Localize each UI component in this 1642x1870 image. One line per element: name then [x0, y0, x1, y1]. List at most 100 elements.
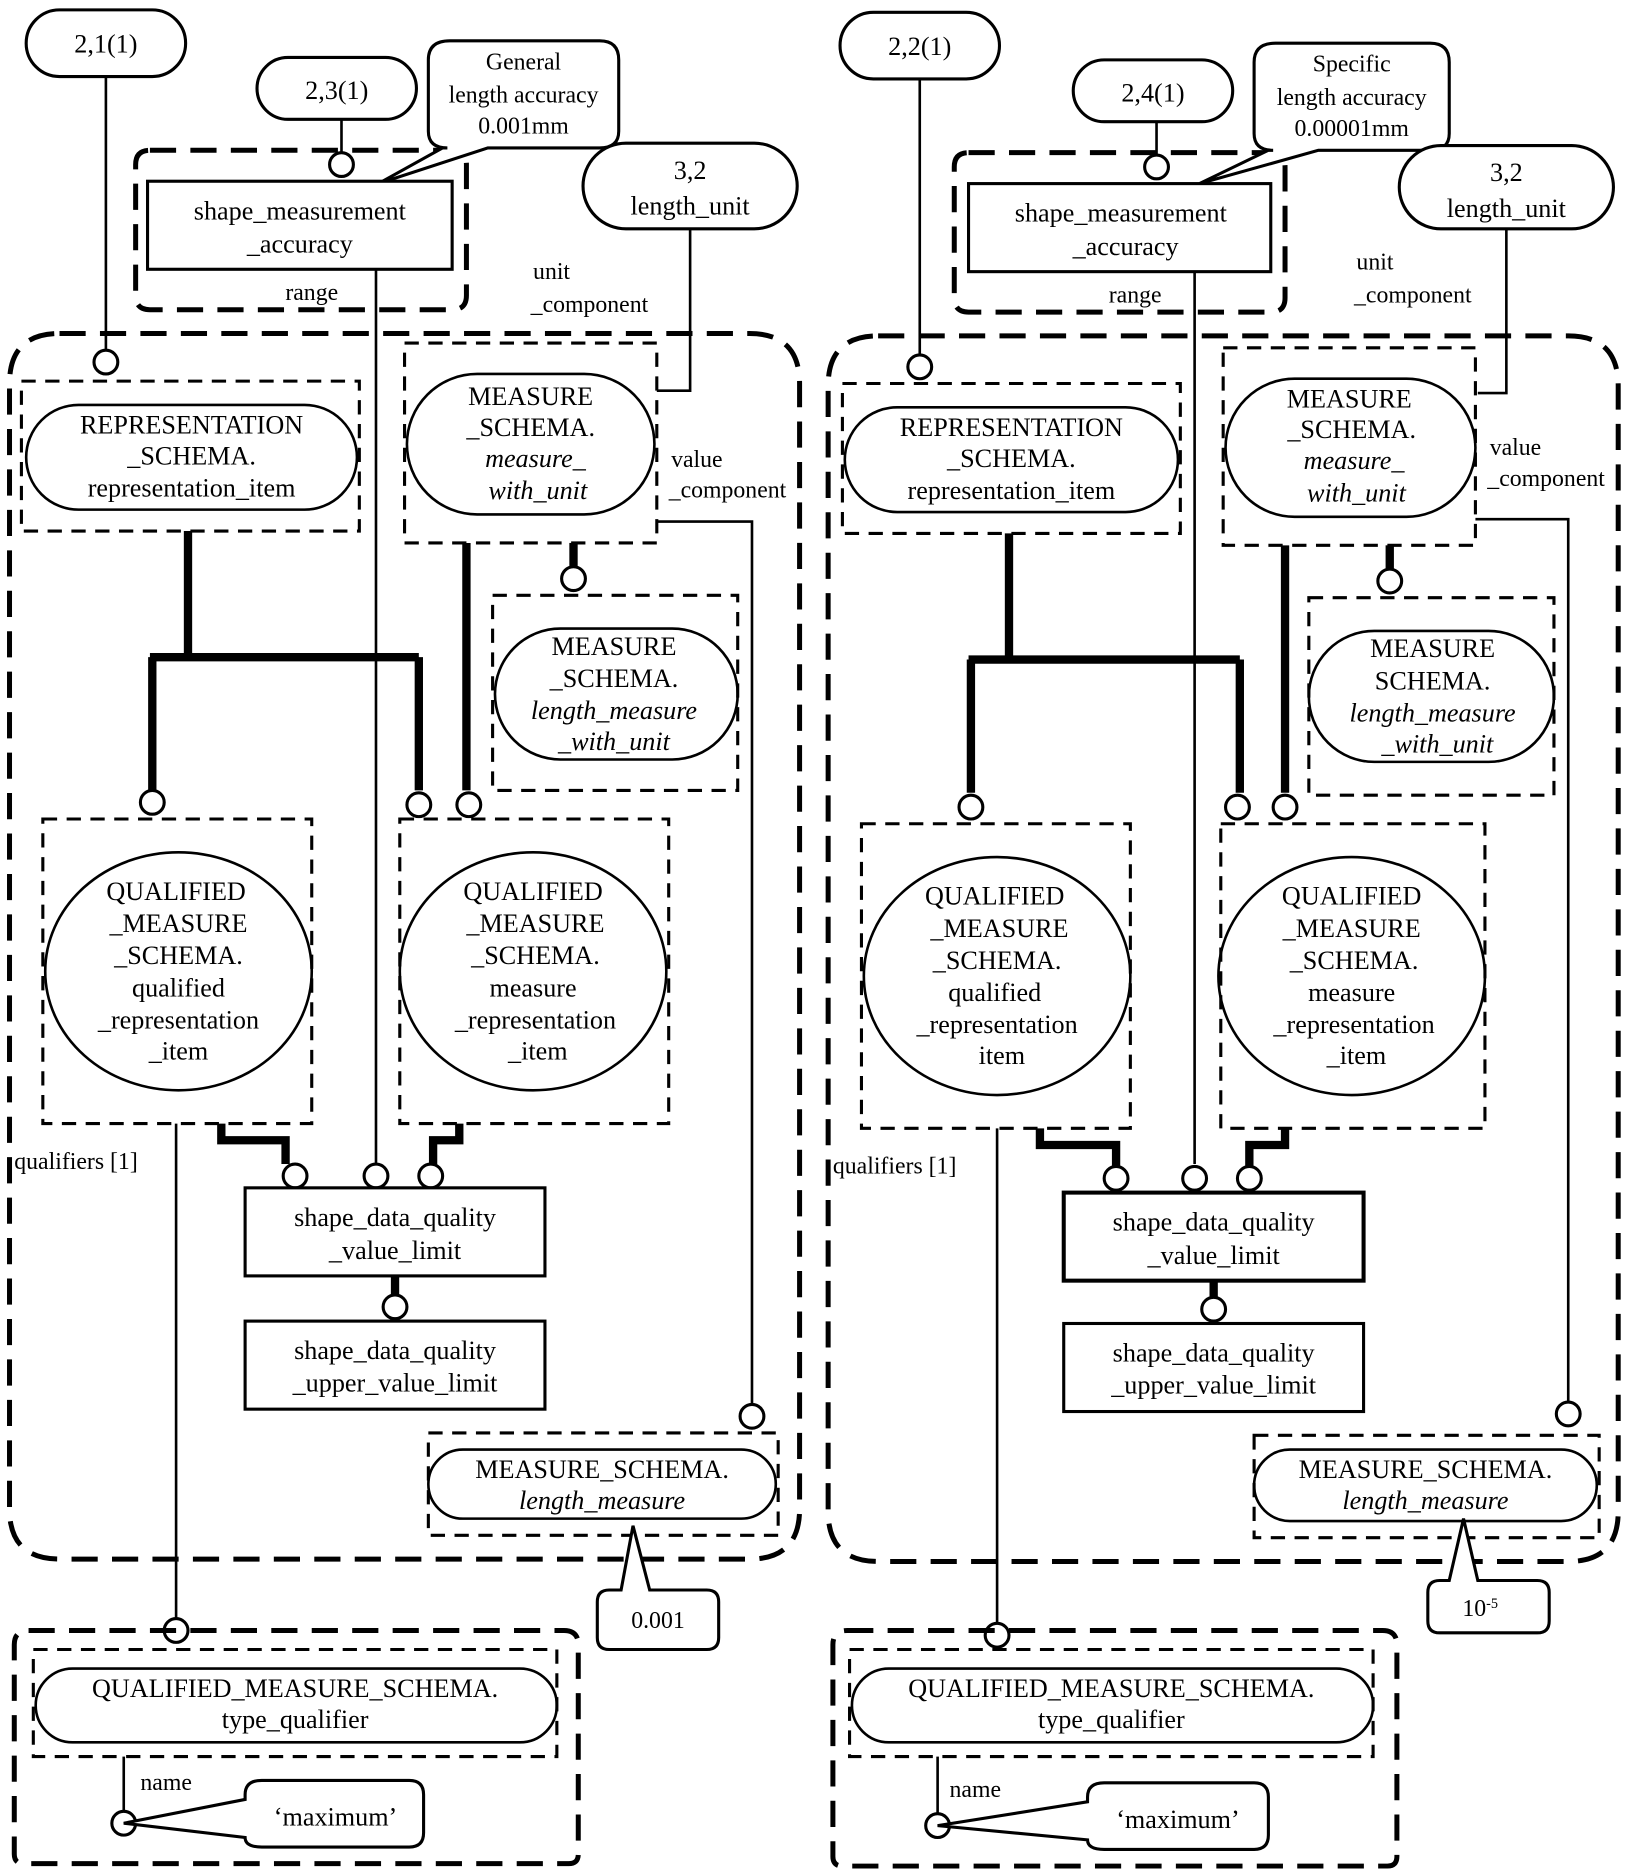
lmwu-line-1: MEASURE: [551, 632, 676, 661]
entity-representation-item[interactable]: [843, 405, 1180, 514]
schema-container: [825, 333, 1621, 1564]
entity-shape-data-quality-value-limit[interactable]: [1061, 1190, 1366, 1283]
note-line-3: 0.001mm: [478, 114, 569, 140]
upper-limit-line-1: shape_data_quality: [1113, 1339, 1315, 1368]
panel-specific-accuracy: 2,2(1) 2,4(1) Specific length accuracy 0…: [825, 10, 1621, 1869]
entity-type-qualifier[interactable]: [850, 1667, 1375, 1744]
subtype-circle: [281, 1162, 309, 1190]
mwu-line-1: MEASURE: [468, 382, 593, 411]
value-callout-text: 10-5: [1462, 1596, 1498, 1622]
subtype-tree: [966, 533, 1244, 793]
entity-label-line-2: _accuracy: [1072, 232, 1179, 261]
schema-container: [7, 331, 803, 1562]
subtype-circle: [1224, 793, 1251, 821]
note-line-3: 0.00001mm: [1295, 116, 1410, 142]
lmwu-line-1: MEASURE: [1370, 634, 1495, 663]
unit-component-label-1: unit: [533, 259, 570, 285]
entity-shape-data-quality-upper-value-limit[interactable]: [243, 1319, 547, 1411]
subtype-circle: [1200, 1295, 1228, 1323]
lmwu-line-4: _with_unit: [557, 727, 671, 756]
relationship-circle: [906, 353, 934, 381]
unit-component-label-2: _component: [1353, 283, 1472, 309]
relationship-circle: [92, 348, 120, 376]
value-limit-line-1: shape_data_quality: [294, 1203, 496, 1232]
length-unit-ref-line-1: 3,2: [674, 156, 707, 185]
unit-component-label-2: _component: [530, 292, 649, 318]
entity-length-measure-with-unit[interactable]: [1307, 629, 1556, 764]
rep-item-line-3: representation_item: [88, 474, 296, 503]
mri-line-4: measure: [1308, 978, 1395, 1007]
page-ref-representation[interactable]: [24, 8, 188, 79]
type-qualifier-line-1: QUALIFIED_MEASURE_SCHEMA.: [92, 1674, 498, 1703]
entity-label-line-1: shape_measurement: [1015, 199, 1228, 228]
lmwu-line-4: _with_unit: [1380, 729, 1494, 758]
entity-qualified-representation-item[interactable]: [43, 850, 314, 1092]
qri-line-6: item: [979, 1041, 1025, 1070]
qri-line-6: _item: [148, 1036, 209, 1065]
select-box-measure-rep-item: [1219, 822, 1487, 1130]
subtype-circle: [138, 788, 166, 816]
page-ref-accuracy[interactable]: [255, 55, 418, 121]
subtype-circle: [405, 791, 433, 819]
name-value-callout: [123, 1778, 426, 1849]
entity-qualified-representation-item[interactable]: [862, 855, 1132, 1097]
value-component-label-2: _component: [668, 478, 787, 504]
select-box-length-measure-with-unit: [1307, 596, 1556, 797]
page-ref-representation-label: 2,2(1): [888, 32, 951, 61]
entity-shape-measurement-accuracy[interactable]: [966, 182, 1273, 274]
select-box-measure-rep-item: [398, 817, 671, 1126]
mri-line-3: _SCHEMA.: [470, 941, 600, 970]
mri-line-5: _representation: [454, 1005, 616, 1034]
qri-line-5: _representation: [915, 1010, 1077, 1039]
relationship-circle: [1554, 1400, 1582, 1428]
mri-line-2: _MEASURE: [465, 909, 604, 938]
mri-line-6: _item: [507, 1036, 568, 1065]
select-box-qualified-rep-item: [859, 822, 1132, 1130]
mri-line-1: QUALIFIED: [1282, 882, 1421, 911]
value-component-label-1: value: [671, 447, 723, 473]
mwu-line-4: with_unit: [488, 476, 588, 505]
accuracy-container: [133, 147, 469, 313]
type-qualifier-line-2: type_qualifier: [222, 1705, 369, 1734]
select-box-measure-with-unit: [1221, 346, 1477, 547]
mri-line-1: QUALIFIED: [463, 877, 602, 906]
type-qualifier-line-2: type_qualifier: [1038, 1705, 1185, 1734]
page-ref-accuracy-label: 2,3(1): [305, 76, 368, 105]
value-limit-line-2: _value_limit: [1147, 1241, 1281, 1270]
mwu-line-3: measure_: [1304, 446, 1406, 475]
subtype-connector: [217, 1123, 290, 1165]
entity-measure-with-unit[interactable]: [1224, 377, 1477, 519]
subtype-circle: [1376, 567, 1404, 595]
select-box-measure-with-unit: [403, 341, 659, 545]
value-limit-line-2: _value_limit: [328, 1236, 462, 1265]
entity-shape-data-quality-upper-value-limit[interactable]: [1062, 1321, 1366, 1414]
entity-shape-measurement-accuracy[interactable]: [145, 179, 454, 271]
qri-line-2: _MEASURE: [108, 909, 247, 938]
subtype-circle: [1235, 1164, 1263, 1192]
entity-type-qualifier[interactable]: [34, 1667, 559, 1744]
entity-measure-representation-item[interactable]: [398, 850, 668, 1092]
entity-shape-data-quality-value-limit[interactable]: [243, 1186, 547, 1278]
note-line-1: General: [486, 49, 562, 75]
qri-line-4: qualified: [132, 973, 225, 1002]
subtype-circle: [381, 1293, 409, 1321]
entity-length-measure-with-unit[interactable]: [493, 627, 740, 761]
upper-limit-line-1: shape_data_quality: [294, 1336, 496, 1365]
entity-measure-with-unit[interactable]: [405, 372, 656, 516]
qri-line-4: qualified: [948, 978, 1041, 1007]
subtype-connector: [1035, 1128, 1121, 1167]
entity-measure-representation-item[interactable]: [1217, 855, 1487, 1097]
type-length-measure[interactable]: [427, 1448, 778, 1520]
entity-representation-item[interactable]: [24, 403, 359, 511]
note-callout: [377, 39, 621, 186]
rep-item-line-2: _SCHEMA.: [946, 444, 1076, 473]
panel-general-accuracy: 2,1(1) 2,3(1) General length accuracy 0.…: [7, 8, 803, 1867]
note-line-2: length accuracy: [1277, 85, 1427, 111]
type-length-measure[interactable]: [1252, 1448, 1599, 1523]
unit-component-connector: [656, 228, 692, 392]
type-qualifier-container: [830, 1627, 1400, 1869]
page-ref-accuracy[interactable]: [1071, 58, 1235, 124]
page-ref-accuracy-label: 2,4(1): [1121, 79, 1184, 108]
select-box-representation-item: [840, 381, 1182, 535]
relationship-circle: [362, 1162, 390, 1190]
